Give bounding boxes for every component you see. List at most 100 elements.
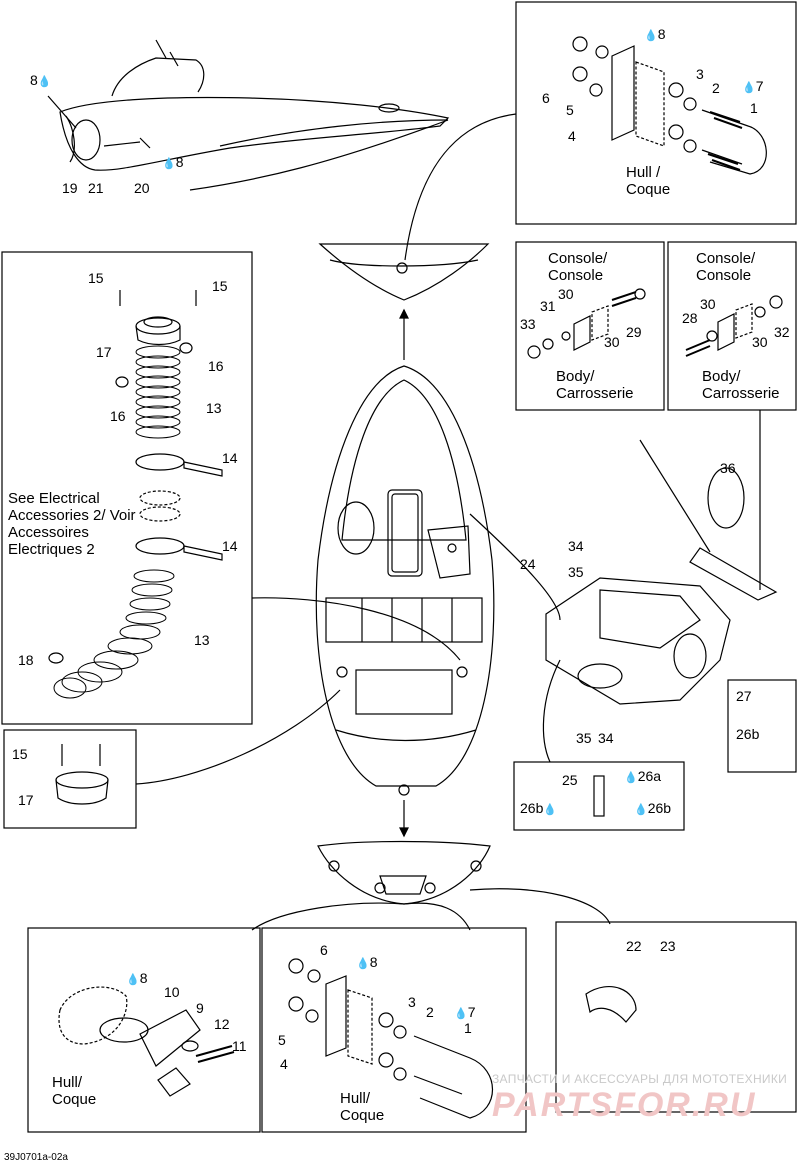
hull-label-top: Hull / Coque	[626, 164, 671, 198]
callout-26b-right: 💧26b	[634, 800, 672, 816]
callout-29: 28	[682, 310, 698, 326]
body-label-left: Body/ Carrosserie	[556, 368, 634, 402]
oil-drop-icon: 💧	[356, 958, 370, 970]
callout-16b: 16	[110, 408, 126, 424]
callout-5b: 5	[278, 1032, 286, 1048]
console-label-right: Console/ Console	[696, 250, 756, 284]
ubolt-assembly-bottom	[288, 958, 493, 1119]
ubolt-assembly-top	[572, 36, 767, 175]
electrical-note: See Electrical Accessories 2/ Voir Acces…	[8, 490, 136, 558]
watercraft-top-view	[315, 365, 495, 838]
frame-console-left	[515, 241, 665, 411]
callout-32: 31	[540, 298, 556, 314]
hull-bow-bottom	[317, 840, 491, 905]
callout-26a: 💧26a	[624, 768, 662, 784]
callout-20: 20	[134, 180, 150, 196]
callout-17b: 17	[18, 792, 34, 808]
callout-19: 19	[62, 180, 78, 196]
callout-7: 💧7	[742, 78, 764, 94]
callout-10: 10	[164, 984, 180, 1000]
watermark-tagline: ЗАПЧАСТИ И АКСЕССУАРЫ ДЛЯ МОТОТЕХНИКИ	[492, 1072, 788, 1086]
callout-34: 33	[520, 316, 536, 332]
callout-7b: 💧7	[454, 1004, 476, 1020]
frame-ubolt	[261, 927, 527, 1133]
callout-6: 6	[542, 90, 550, 106]
callout-3b: 3	[408, 994, 416, 1010]
frame-left-hose	[1, 251, 253, 725]
callout-6b: 6	[320, 942, 328, 958]
hull-stern-top	[318, 243, 490, 360]
callout-17a: 17	[96, 344, 112, 360]
callout-8-ubolt: 💧8	[644, 26, 666, 42]
callout-36b: 35	[576, 730, 592, 746]
callout-26b-left: 26b💧	[520, 800, 558, 816]
diagram-code: 39J0701a-02a	[4, 1152, 68, 1163]
oil-drop-icon: 💧	[37, 76, 52, 88]
callout-30: 29	[626, 324, 642, 340]
callout-35a: 34	[568, 538, 584, 554]
callout-21: 21	[88, 180, 104, 196]
frame-tie-screw	[727, 679, 797, 773]
callout-15b: 15	[212, 278, 228, 294]
hose-assembly	[48, 290, 223, 699]
callout-16a: 16	[208, 358, 224, 374]
frame-pin	[513, 761, 685, 831]
callout-11: 11	[232, 1038, 247, 1054]
callout-31a: 30	[558, 286, 574, 302]
callout-4b: 4	[280, 1056, 288, 1072]
pin-25	[593, 775, 605, 817]
oil-drop-icon: 💧	[543, 804, 558, 816]
hull-label-drain: Hull/ Coque	[52, 1074, 97, 1108]
callout-12: 12	[214, 1016, 230, 1032]
oil-drop-icon: 💧	[634, 804, 648, 816]
frame-top-right	[515, 1, 797, 225]
callout-28: 27	[736, 688, 752, 704]
callout-2b: 2	[426, 1004, 434, 1020]
callout-25: 25	[562, 772, 578, 788]
callout-31b: 30	[604, 334, 620, 350]
callout-27: 26b	[736, 726, 760, 742]
callout-8-screw: 💧8	[162, 154, 184, 170]
callout-36a: 35	[568, 564, 584, 580]
oil-drop-icon: 💧	[644, 30, 658, 42]
boat-side-view	[59, 39, 450, 191]
callout-23: 23	[660, 938, 676, 954]
frame-clip	[555, 921, 797, 1113]
callout-18: 18	[18, 652, 34, 668]
callout-1: 1	[750, 100, 758, 116]
callout-2: 2	[712, 80, 720, 96]
callout-31c: 30	[700, 296, 716, 312]
callout-1b: 1	[464, 1020, 472, 1036]
frame-console-right	[667, 241, 797, 411]
callout-33: 32	[774, 324, 790, 340]
callout-13a: 13	[206, 400, 222, 416]
drain-plug-assembly	[58, 986, 235, 1097]
console-label-left: Console/ Console	[548, 250, 608, 284]
oil-drop-icon: 💧	[126, 974, 140, 986]
callout-13b: 13	[194, 632, 210, 648]
console-left-parts	[527, 288, 646, 359]
callout-14a: 14	[222, 450, 238, 466]
callout-15c: 15	[12, 746, 28, 762]
callout-31d: 30	[752, 334, 768, 350]
callout-14b: 14	[222, 538, 238, 554]
callout-8-top: 8💧	[30, 72, 52, 88]
callout-8-drain: 💧8	[126, 970, 148, 986]
oil-drop-icon: 💧	[454, 1008, 468, 1020]
callout-22: 22	[626, 938, 642, 954]
oil-drop-icon: 💧	[742, 82, 756, 94]
callout-9: 9	[196, 1000, 204, 1016]
callout-24: 24	[520, 556, 536, 572]
console-right-parts	[685, 295, 783, 357]
callout-3: 3	[696, 66, 704, 82]
callout-37: 36	[720, 460, 736, 476]
frame-vent	[3, 729, 137, 829]
frame-drain	[27, 927, 261, 1133]
callout-15a: 15	[88, 270, 104, 286]
vent-assembly	[55, 744, 109, 805]
callout-4: 4	[568, 128, 576, 144]
callout-35b: 34	[598, 730, 614, 746]
oil-drop-icon: 💧	[624, 772, 638, 784]
